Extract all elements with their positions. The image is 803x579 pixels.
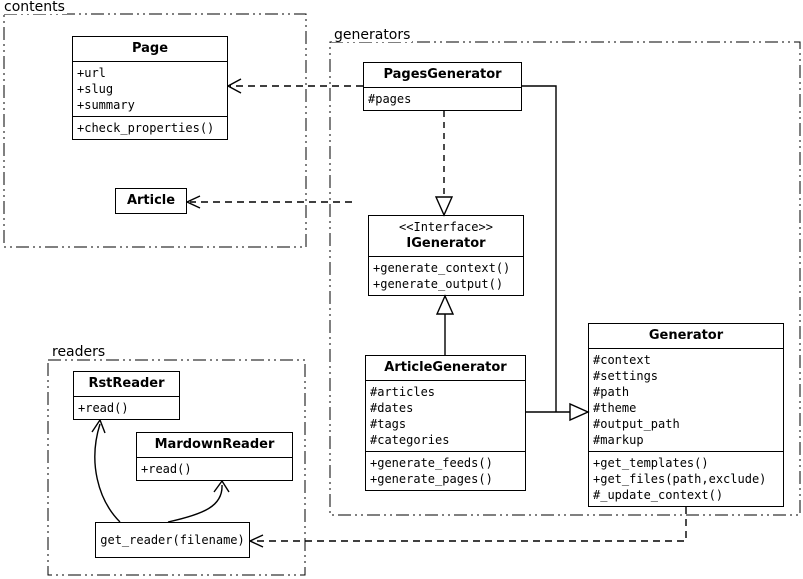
class-member: +generate_pages(): [370, 472, 493, 486]
class-member: +read(): [141, 462, 192, 476]
class-title: RstReader: [88, 376, 165, 391]
class-member: +get_files(path,exclude): [593, 472, 767, 486]
package-label-readers: readers: [50, 344, 108, 360]
class-title: ArticleGenerator: [384, 360, 507, 375]
package-label-generators: generators: [332, 27, 413, 43]
class-box-article-generator: ArticleGenerator #articles #dates #tags …: [365, 355, 526, 491]
class-member: #pages: [368, 92, 412, 106]
class-member: +generate_context(): [373, 261, 511, 275]
class-methods: +read(): [137, 457, 292, 480]
class-member: +generate_feeds(): [370, 456, 493, 470]
class-box-page: Page +url +slug +summary +check_properti…: [72, 36, 228, 140]
class-title: Page: [131, 41, 169, 56]
class-methods: +check_properties(): [73, 116, 227, 139]
class-methods: +read(): [74, 396, 179, 419]
class-member: +summary: [77, 98, 135, 112]
class-member: #_update_context(): [593, 488, 724, 502]
class-member: +get_templates(): [593, 456, 709, 470]
class-member: #dates: [370, 401, 414, 415]
class-title: Generator: [648, 328, 724, 343]
class-attributes: #articles #dates #tags #categories: [366, 380, 525, 451]
class-methods: +get_templates() +get_files(path,exclude…: [589, 451, 783, 506]
class-member: #articles: [370, 385, 436, 399]
package-frame-readers: [47, 359, 306, 576]
class-member: +read(): [78, 401, 129, 415]
function-box-get-reader: get_reader(filename): [95, 522, 250, 558]
class-box-rst-reader: RstReader +read(): [73, 371, 180, 420]
class-methods: +generate_feeds() +generate_pages(): [366, 451, 525, 490]
class-title: PagesGenerator: [383, 67, 502, 82]
package-frame-contents: [3, 13, 307, 248]
class-member: #categories: [370, 433, 450, 447]
class-methods: +generate_context() +generate_output(): [369, 256, 523, 295]
class-box-igenerator: <<Interface>> IGenerator +generate_conte…: [368, 215, 524, 296]
class-box-generator: Generator #context #settings #path #them…: [588, 323, 784, 507]
class-box-pages-generator: PagesGenerator #pages: [363, 62, 522, 111]
class-member: #theme: [593, 401, 637, 415]
class-attributes: #context #settings #path #theme #output_…: [589, 348, 783, 451]
package-label-contents: contents: [2, 0, 67, 15]
class-member: +url: [77, 66, 106, 80]
class-member: #output_path: [593, 417, 680, 431]
interface-stereotype: <<Interface>>: [399, 220, 493, 234]
class-member: #settings: [593, 369, 659, 383]
class-member: #context: [593, 353, 651, 367]
class-member: #markup: [593, 433, 644, 447]
class-title-text: IGenerator: [406, 236, 486, 251]
class-title: MardownReader: [154, 437, 275, 452]
class-member: +check_properties(): [77, 121, 215, 135]
function-label: get_reader(filename): [100, 533, 245, 547]
class-box-article: Article: [115, 188, 187, 214]
class-title: Article: [126, 193, 176, 208]
class-attributes: #pages: [364, 87, 521, 110]
class-attributes: +url +slug +summary: [73, 61, 227, 116]
class-title: <<Interface>> IGenerator: [369, 216, 523, 256]
class-member: #tags: [370, 417, 407, 431]
class-member: #path: [593, 385, 630, 399]
class-member: +slug: [77, 82, 114, 96]
class-member: +generate_output(): [373, 277, 504, 291]
class-box-markdown-reader: MardownReader +read(): [136, 432, 293, 481]
